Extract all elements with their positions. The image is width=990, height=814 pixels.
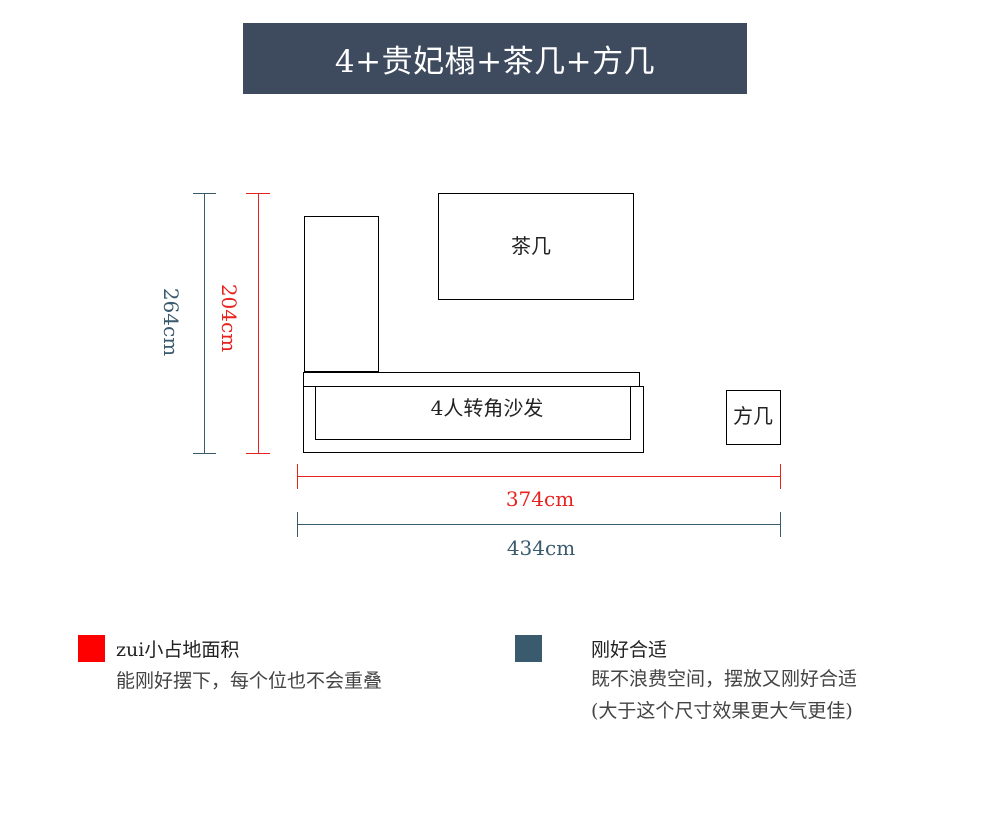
legend-blue-line2: (大于这个尺寸效果更大气更佳) [591, 700, 853, 722]
legend-blue-swatch [515, 635, 542, 662]
legend-blue-line1: 既不浪费空间，摆放又刚好合适 [591, 668, 858, 690]
legend-blue-heading: 刚好合适 [591, 639, 668, 661]
title-banner: 4+贵妃榻+茶几+方几 [243, 23, 747, 94]
outer-width-label: 434cm [507, 536, 575, 560]
legend-red-heading: zui小占地面积 [116, 639, 240, 661]
tea-table [438, 193, 634, 300]
legend-red-swatch [78, 635, 105, 662]
side-table [726, 390, 781, 445]
corner-sofa [303, 372, 644, 453]
outer-height-label: 264cm [159, 288, 183, 356]
dimension-inner-width [297, 464, 781, 489]
dimension-outer-width [297, 512, 781, 537]
dimension-inner-height [246, 193, 270, 454]
sofa-label: 4人转角沙发 [431, 396, 544, 420]
chaise-lounge [304, 216, 379, 372]
sofa-backrest [303, 372, 640, 387]
inner-width-label: 374cm [506, 487, 574, 511]
side-table-label: 方几 [733, 404, 773, 428]
tea-table-label: 茶几 [511, 234, 551, 258]
dimension-outer-height [193, 193, 216, 454]
page-title: 4+贵妃榻+茶几+方几 [334, 44, 656, 80]
legend-red-text: 能刚好摆下，每个位也不会重叠 [116, 670, 383, 692]
sofa-seat-frame [303, 386, 644, 453]
inner-height-label: 204cm [217, 284, 241, 352]
